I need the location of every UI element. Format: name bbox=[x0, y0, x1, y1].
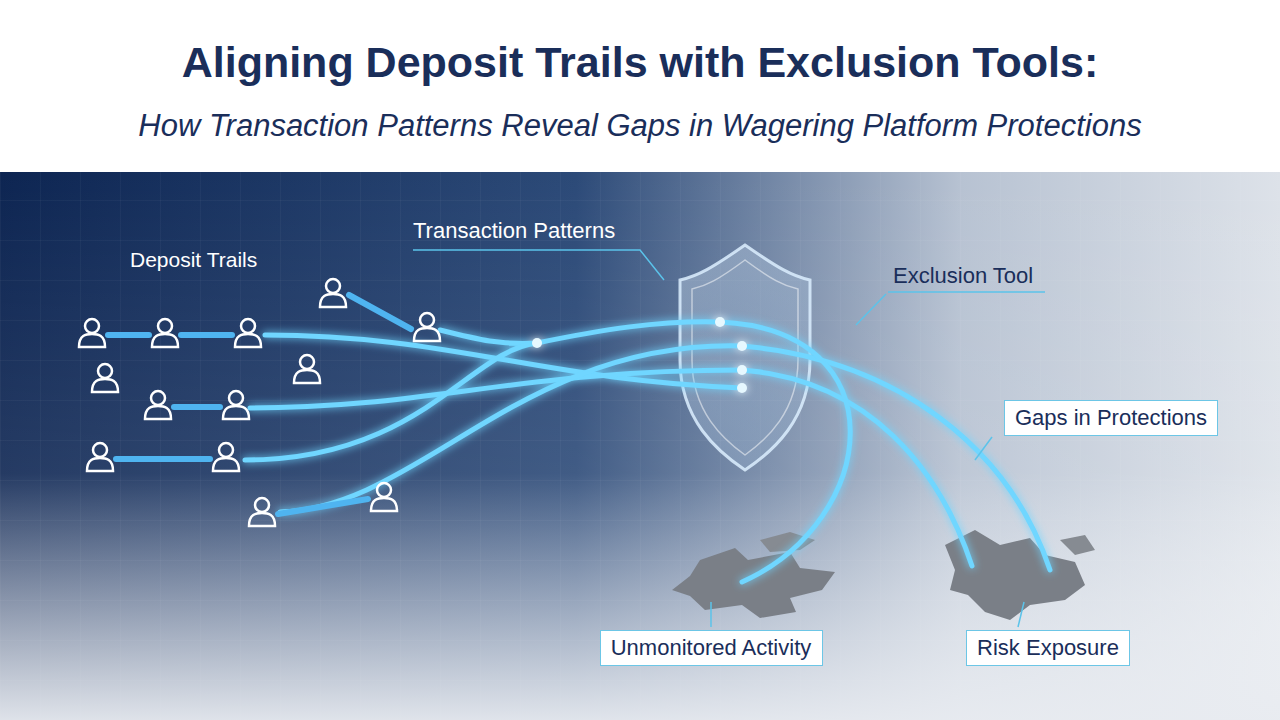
callout-box: Gaps in Protections bbox=[1004, 400, 1218, 436]
flow-dot bbox=[737, 383, 747, 393]
person-icon bbox=[235, 319, 261, 347]
leader-lines bbox=[413, 250, 1045, 627]
background bbox=[0, 172, 1280, 720]
callout-box: Unmonitored Activity bbox=[600, 630, 823, 666]
callout-text: Unmonitored Activity bbox=[611, 635, 812, 661]
fade bbox=[0, 172, 1280, 720]
flow-line bbox=[280, 346, 742, 512]
flow-line bbox=[245, 343, 537, 460]
flow-lines bbox=[245, 317, 1050, 582]
flow-dot bbox=[737, 341, 747, 351]
person-icon bbox=[249, 498, 275, 526]
callout-box: Risk Exposure bbox=[966, 630, 1130, 666]
trail-link bbox=[116, 456, 210, 462]
person-icon bbox=[145, 391, 171, 419]
grid bbox=[0, 172, 1280, 720]
person-icon bbox=[79, 319, 105, 347]
flow-line bbox=[742, 370, 972, 566]
person-icon bbox=[152, 319, 178, 347]
flow-line bbox=[742, 346, 1050, 570]
person-icon bbox=[320, 279, 346, 307]
callout-text: Risk Exposure bbox=[977, 635, 1119, 661]
shield bbox=[680, 245, 810, 470]
people bbox=[79, 279, 440, 526]
title: Aligning Deposit Trails with Exclusion T… bbox=[182, 38, 1099, 87]
person-icon bbox=[294, 355, 320, 383]
flow-dot bbox=[715, 317, 725, 327]
trail-link bbox=[278, 499, 368, 514]
trail-link bbox=[108, 332, 149, 338]
trail-link bbox=[181, 332, 232, 338]
person-icon bbox=[213, 443, 239, 471]
person-icon bbox=[87, 443, 113, 471]
section-label: Exclusion Tool bbox=[893, 263, 1033, 289]
subtitle: How Transaction Patterns Reveal Gaps in … bbox=[138, 108, 1141, 144]
person-icon bbox=[223, 391, 249, 419]
flow-dot bbox=[532, 338, 542, 348]
cracked-ground bbox=[672, 530, 1095, 620]
callout-text: Gaps in Protections bbox=[1015, 405, 1207, 431]
person-icon bbox=[414, 313, 440, 341]
flow-dot bbox=[737, 365, 747, 375]
header-band bbox=[0, 0, 1280, 172]
trail-link bbox=[174, 404, 220, 410]
trail-link bbox=[349, 295, 411, 329]
section-label: Deposit Trails bbox=[130, 248, 257, 272]
section-label: Transaction Patterns bbox=[413, 218, 615, 244]
person-icon bbox=[371, 483, 397, 511]
flow-line bbox=[250, 370, 742, 408]
flow-line bbox=[440, 322, 720, 344]
flow-line bbox=[720, 322, 850, 582]
person-icon bbox=[92, 364, 118, 392]
